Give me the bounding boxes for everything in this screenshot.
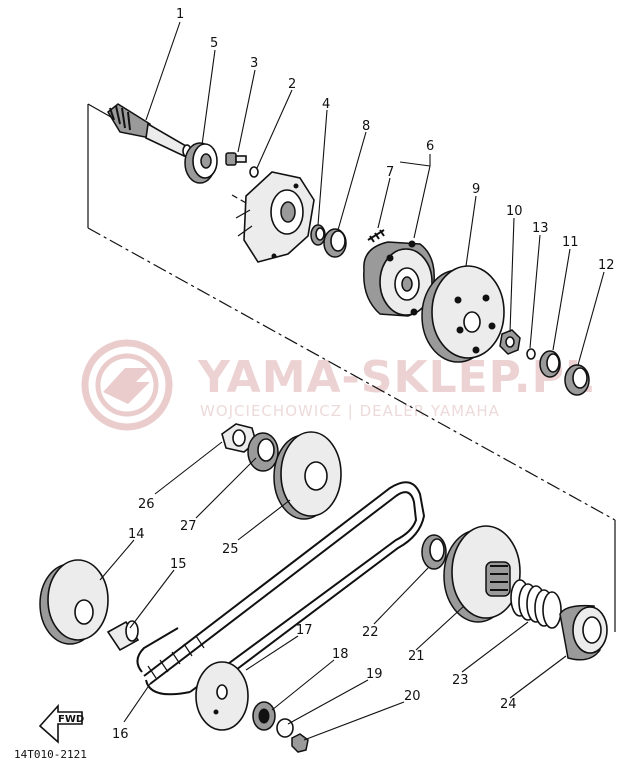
part-number-27: 27 <box>180 519 197 534</box>
bolt <box>225 152 247 166</box>
primary-shaft <box>107 103 192 158</box>
part-number-13: 13 <box>532 221 549 236</box>
clutch-carrier <box>363 240 435 317</box>
part-number-11: 11 <box>562 235 579 250</box>
washer-small <box>249 166 259 178</box>
oil-seal-22 <box>421 534 447 570</box>
part-number-1: 1 <box>176 7 184 22</box>
spring-seat <box>559 604 608 661</box>
fwd-arrow-icon: FWD <box>38 703 84 744</box>
compression-spring <box>510 579 562 629</box>
v-belt <box>136 481 426 701</box>
oil-seal-2 <box>564 364 590 396</box>
circlip <box>526 348 536 360</box>
part-number-15: 15 <box>170 557 187 572</box>
part-number-labels: 1 2 3 4 5 6 7 8 9 10 11 12 13 14 15 16 1… <box>112 7 615 742</box>
secondary-fixed-sheave <box>443 525 521 623</box>
part-number-16: 16 <box>112 727 129 742</box>
part-number-24: 24 <box>500 697 517 712</box>
part-number-14: 14 <box>128 527 145 542</box>
part-number-6: 6 <box>426 139 434 154</box>
part-number-4: 4 <box>322 97 330 112</box>
part-number-22: 22 <box>362 625 379 640</box>
part-number-26: 26 <box>138 497 155 512</box>
primary-movable-sheave <box>39 559 109 645</box>
pulley-nut <box>221 423 257 453</box>
bearing <box>184 142 218 184</box>
collar <box>106 620 140 652</box>
bearing-3 <box>539 350 561 378</box>
crankcase-housing <box>235 171 315 263</box>
bearing-2 <box>323 228 347 258</box>
gear-nut <box>252 701 276 731</box>
part-number-25: 25 <box>222 542 239 557</box>
watermark-subtitle: WOJCIECHOWICZ | DEALER YAMAHA <box>200 402 500 420</box>
primary-fixed-sheave <box>273 431 342 520</box>
pulley-washer <box>247 432 279 472</box>
part-number-8: 8 <box>362 119 370 134</box>
nut-20 <box>291 733 309 753</box>
part-number-18: 18 <box>332 647 349 662</box>
part-number-9: 9 <box>472 182 480 197</box>
part-number-23: 23 <box>452 673 469 688</box>
part-number-19: 19 <box>366 667 383 682</box>
sheave-plate <box>195 661 249 731</box>
watermark-logo-icon <box>81 339 173 431</box>
part-number-7: 7 <box>386 165 394 180</box>
part-number-3: 3 <box>250 56 258 71</box>
part-number-10: 10 <box>506 204 523 219</box>
spring-pin <box>367 229 385 243</box>
part-number-20: 20 <box>404 689 421 704</box>
part-number-5: 5 <box>210 36 218 51</box>
fwd-label: FWD <box>58 714 84 725</box>
part-number-2: 2 <box>288 77 296 92</box>
part-number-17: 17 <box>296 623 313 638</box>
leader-lines <box>99 21 605 741</box>
part-number-12: 12 <box>598 258 615 273</box>
watermark-brand: YAMA-SKLEP.PL <box>197 352 594 403</box>
part-number-21: 21 <box>408 649 425 664</box>
washer-19 <box>276 718 294 738</box>
oil-seal <box>310 224 326 246</box>
watermark: YAMA-SKLEP.PL WOJCIECHOWICZ | DEALER YAM… <box>81 339 594 431</box>
nut <box>499 329 521 355</box>
drawing-code: 14T010-2121 <box>14 748 87 761</box>
clutch-housing <box>421 265 505 363</box>
